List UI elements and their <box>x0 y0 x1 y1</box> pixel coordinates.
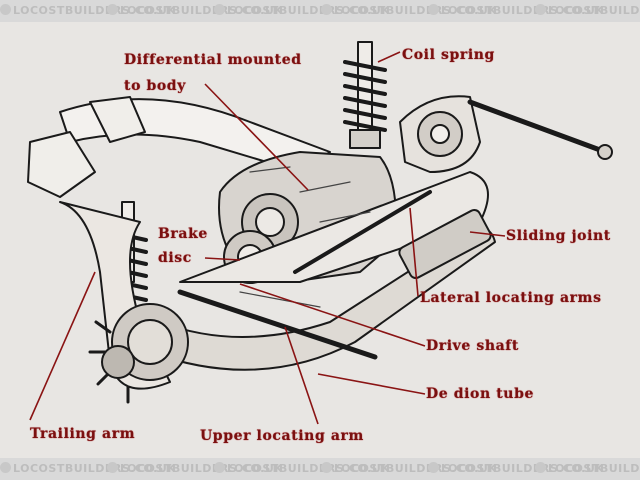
label-de-dion-tube: De dion tube <box>426 386 534 402</box>
label-trailing-arm: Trailing arm <box>30 426 136 442</box>
watermark-text: LOCOSTBUILDERS.CO.UK <box>107 458 283 480</box>
leader-sliding-joint <box>469 231 506 237</box>
label-coil-spring: Coil spring <box>402 47 495 63</box>
leader-drive-shaft <box>239 283 426 347</box>
label-brake-disc: Brake <box>158 226 208 242</box>
right-radius-rod <box>467 99 603 153</box>
suspension-illustration <box>27 41 613 425</box>
watermark-text: LOCOSTBUILDERS.CO.UK <box>214 0 390 22</box>
label-upper-locating-arm: Upper locating arm <box>200 428 364 444</box>
left-mount-bracket <box>27 131 96 198</box>
leader-de-dion <box>317 373 426 395</box>
leader-trailing-arm <box>29 271 96 421</box>
leader-upper-arm <box>284 326 319 425</box>
watermark-text: LOCOSTBUILDERS.CO.UK <box>535 458 640 480</box>
left-hub-studs <box>88 320 130 404</box>
watermark-text: LOCOSTBUILDERS.CO.UK <box>535 0 640 22</box>
watermark-text: LOCOSTBUILDERS.CO.UK <box>0 0 176 22</box>
label-sliding-joint: Sliding joint <box>506 228 611 244</box>
watermark-text: LOCOSTBUILDERS.CO.UK <box>107 0 283 22</box>
watermark-banner-bottom: LOCOSTBUILDERS.CO.UKLOCOSTBUILDERS.CO.UK… <box>0 458 640 480</box>
label-brake-disc-line2: disc <box>158 250 192 266</box>
watermark-banner-top: LOCOSTBUILDERS.CO.UKLOCOSTBUILDERS.CO.UK… <box>0 0 640 22</box>
watermark-text: LOCOSTBUILDERS.CO.UK <box>321 0 497 22</box>
watermark-text: LOCOSTBUILDERS.CO.UK <box>0 458 176 480</box>
label-differential: Differential mounted <box>124 52 302 68</box>
sliding-joint <box>398 208 492 280</box>
leader-lateral-arms <box>409 207 419 297</box>
leader-brake-disc <box>204 257 241 261</box>
watermark-text: LOCOSTBUILDERS.CO.UK <box>428 0 604 22</box>
label-lateral-locating-arms: Lateral locating arms <box>420 290 602 306</box>
lateral-locating-arm <box>293 190 432 274</box>
label-drive-shaft: Drive shaft <box>426 338 519 354</box>
label-differential-line2: to body <box>124 78 186 94</box>
watermark-text: LOCOSTBUILDERS.CO.UK <box>214 458 390 480</box>
leader-differential <box>204 83 309 191</box>
watermark-text: LOCOSTBUILDERS.CO.UK <box>428 458 604 480</box>
rear-mount-bracket <box>89 96 146 143</box>
leader-lines <box>29 51 506 425</box>
leader-coil-spring <box>377 51 401 63</box>
drive-shaft <box>177 289 378 360</box>
watermark-text: LOCOSTBUILDERS.CO.UK <box>321 458 497 480</box>
coil-spring-right <box>343 60 387 132</box>
